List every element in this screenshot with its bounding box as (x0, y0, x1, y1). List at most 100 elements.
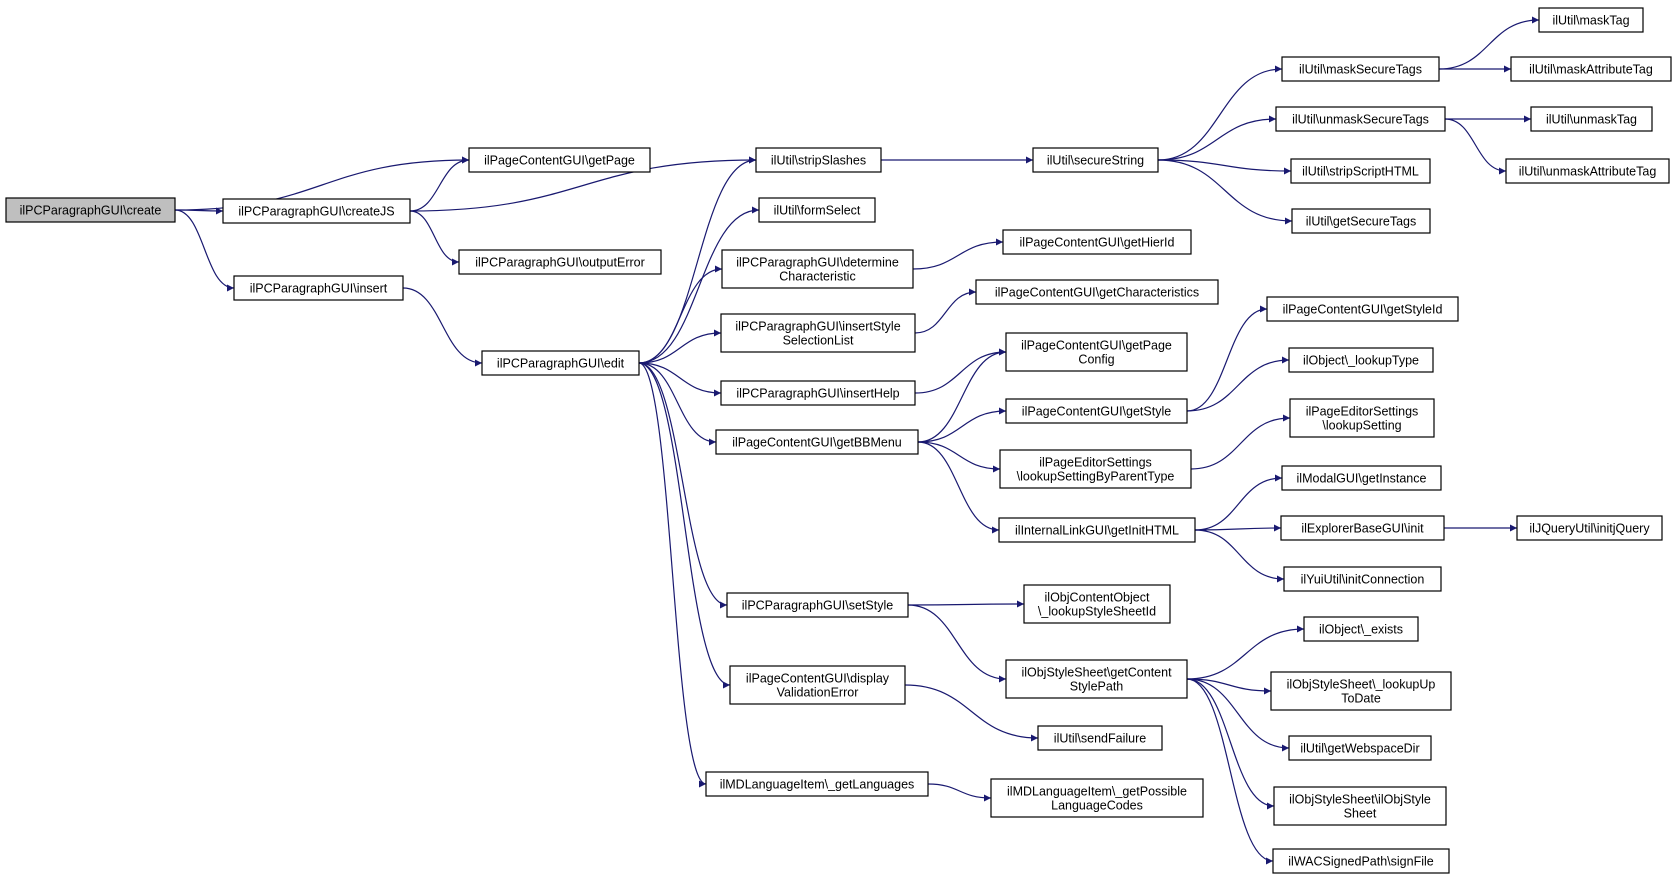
edge-create-to-create-js (174, 207, 224, 215)
node-label: ilWACSignedPath\signFile (1288, 855, 1433, 869)
node-box (1288, 735, 1432, 761)
edge-get-content-style-path-to-lookup-up-to-date (1186, 678, 1272, 695)
node-label: ilPageContentGUI\getCharacteristics (995, 286, 1199, 300)
edge-get-init-html-to-get-instance (1194, 474, 1283, 531)
edge-get-content-style-path-to-sign-file (1186, 678, 1274, 865)
edges-layer (174, 16, 1540, 865)
node-lookup-setting-by-parent[interactable]: ilPageEditorSettings\lookupSettingByPare… (999, 449, 1192, 489)
node-get-webspace-dir[interactable]: ilUtil\getWebspaceDir (1288, 735, 1432, 761)
node-box (222, 198, 411, 224)
node-edit[interactable]: ilPCParagraphGUI\edit (481, 350, 640, 376)
node-get-instance[interactable]: ilModalGUI\getInstance (1281, 465, 1442, 491)
node-box (1510, 56, 1672, 82)
node-get-languages[interactable]: ilMDLanguageItem\_getLanguages (705, 771, 929, 797)
node-get-characteristics[interactable]: ilPageContentGUI\getCharacteristics (975, 279, 1219, 305)
node-label: ilUtil\maskAttributeTag (1529, 63, 1653, 77)
node-explorer-init[interactable]: ilExplorerBaseGUI\init (1280, 515, 1445, 541)
node-label: ilPageContentGUI\getStyleId (1283, 303, 1443, 317)
node-output-error[interactable]: ilPCParagraphGUI\outputError (458, 249, 662, 275)
node-il-obj-style-sheet-ctor[interactable]: ilObjStyleSheet\ilObjStyleSheet (1273, 786, 1447, 826)
node-lookup-style-sheet-id[interactable]: ilObjContentObject\_lookupStyleSheetId (1023, 584, 1171, 624)
node-get-bbmenu[interactable]: ilPageContentGUI\getBBMenu (715, 429, 919, 455)
node-form-select[interactable]: ilUtil\formSelect (758, 197, 876, 223)
node-set-style[interactable]: ilPCParagraphGUI\setStyle (726, 592, 909, 618)
node-create[interactable]: ilPCParagraphGUI\create (5, 197, 176, 223)
node-label: ilPageContentGUI\display (746, 672, 890, 686)
node-get-secure-tags[interactable]: ilUtil\getSecureTags (1291, 208, 1431, 234)
node-insert[interactable]: ilPCParagraphGUI\insert (233, 275, 404, 301)
node-strip-slashes[interactable]: ilUtil\stripSlashes (755, 147, 882, 173)
node-label: SelectionList (783, 334, 854, 348)
node-unmask-secure-tags[interactable]: ilUtil\unmaskSecureTags (1275, 106, 1446, 132)
edge-edit-to-insert-style-sel (638, 329, 722, 364)
node-box (1281, 56, 1440, 82)
node-box (1272, 848, 1450, 874)
node-mask-attribute-tag[interactable]: ilUtil\maskAttributeTag (1510, 56, 1672, 82)
node-label: ilMDLanguageItem\_getPossible (1007, 785, 1187, 799)
node-label: LanguageCodes (1051, 799, 1143, 813)
node-send-failure[interactable]: ilUtil\sendFailure (1037, 725, 1163, 751)
node-box (990, 778, 1204, 818)
node-lookup-type[interactable]: ilObject\_lookupType (1288, 347, 1434, 373)
node-secure-string[interactable]: ilUtil\secureString (1032, 147, 1159, 173)
node-strip-script-html[interactable]: ilUtil\stripScriptHTML (1290, 158, 1431, 184)
node-create-js[interactable]: ilPCParagraphGUI\createJS (222, 198, 411, 224)
node-label: ilObject\_exists (1319, 623, 1403, 637)
edge-secure-string-to-unmask-secure-tags (1157, 115, 1277, 161)
node-box (998, 517, 1196, 543)
node-box (758, 197, 876, 223)
node-unmask-attribute-tag[interactable]: ilUtil\unmaskAttributeTag (1505, 158, 1670, 184)
node-box (1032, 147, 1159, 173)
node-box (481, 350, 640, 376)
node-sign-file[interactable]: ilWACSignedPath\signFile (1272, 848, 1450, 874)
node-get-style[interactable]: ilPageContentGUI\getStyle (1005, 398, 1188, 424)
node-label: ilObjContentObject (1045, 591, 1150, 605)
node-label: ilPageEditorSettings (1039, 456, 1152, 470)
edge-insert-help-to-get-page-config (914, 348, 1007, 394)
node-label: ilPCParagraphGUI\outputError (475, 256, 645, 270)
edge-get-style-to-lookup-type (1186, 356, 1290, 412)
edge-secure-string-to-get-secure-tags (1157, 159, 1293, 225)
node-unmask-tag[interactable]: ilUtil\unmaskTag (1530, 106, 1653, 132)
node-box (720, 313, 916, 353)
node-get-hier-id[interactable]: ilPageContentGUI\getHierId (1002, 229, 1192, 255)
node-get-style-id[interactable]: ilPageContentGUI\getStyleId (1266, 296, 1459, 322)
node-box (1037, 725, 1163, 751)
edge-get-content-style-path-to-il-obj-style-sheet-ctor (1186, 678, 1275, 810)
node-box (1275, 106, 1446, 132)
node-label: ilModalGUI\getInstance (1297, 472, 1427, 486)
node-get-page[interactable]: ilPageContentGUI\getPage (468, 147, 651, 173)
node-init-connection[interactable]: ilYuiUtil\initConnection (1283, 566, 1442, 592)
node-get-init-html[interactable]: ilInternalLinkGUI\getInitHTML (998, 517, 1196, 543)
node-label: ilUtil\unmaskAttributeTag (1519, 165, 1657, 179)
edge-mask-secure-tags-to-mask-tag (1438, 16, 1540, 70)
node-label: Characteristic (779, 270, 855, 284)
node-mask-secure-tags[interactable]: ilUtil\maskSecureTags (1281, 56, 1440, 82)
node-box (233, 275, 404, 301)
node-box (729, 665, 906, 705)
node-lookup-setting[interactable]: ilPageEditorSettings\lookupSetting (1289, 398, 1435, 438)
node-label: ilPCParagraphGUI\create (20, 204, 162, 218)
node-box (721, 249, 914, 289)
node-insert-help[interactable]: ilPCParagraphGUI\insertHelp (720, 380, 916, 406)
node-mask-tag[interactable]: ilUtil\maskTag (1538, 7, 1644, 33)
node-label: ValidationError (777, 686, 859, 700)
node-label: ilPageContentGUI\getPage (484, 154, 635, 168)
node-label: ilUtil\stripSlashes (771, 154, 866, 168)
node-label: Sheet (1344, 807, 1377, 821)
node-initj-query[interactable]: ilJQueryUtil\initjQuery (1516, 515, 1663, 541)
node-insert-style-sel[interactable]: ilPCParagraphGUI\insertStyleSelectionLis… (720, 313, 916, 353)
node-get-possible-lang-codes[interactable]: ilMDLanguageItem\_getPossibleLanguageCod… (990, 778, 1204, 818)
edge-set-style-to-lookup-style-sheet-id (907, 600, 1025, 608)
node-exists[interactable]: ilObject\_exists (1303, 616, 1419, 642)
node-label: ilMDLanguageItem\_getLanguages (720, 778, 915, 792)
node-box (1023, 584, 1171, 624)
node-box (715, 429, 919, 455)
node-box (1005, 332, 1188, 372)
edge-get-content-style-path-to-exists (1186, 625, 1305, 680)
